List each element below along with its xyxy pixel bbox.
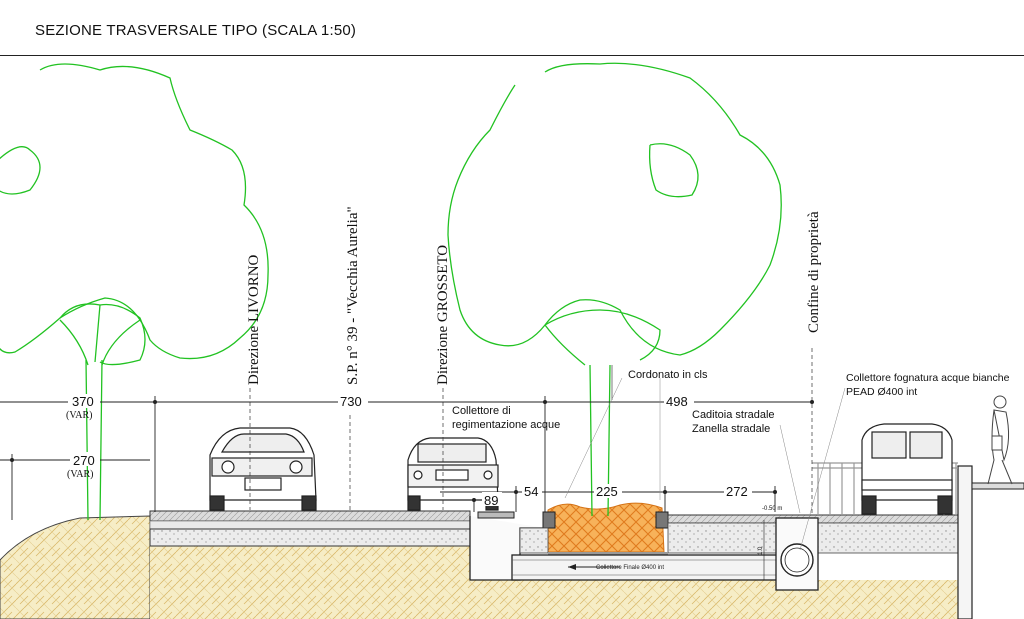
- final-collector-pipe: [511, 554, 783, 581]
- retaining-wall: [957, 465, 973, 619]
- car-rear: [407, 437, 499, 511]
- tree-left: [0, 63, 269, 521]
- label-road-name: S.P. n° 39 - "Vecchia Aurelia": [345, 206, 361, 385]
- dim-54: 54: [524, 484, 538, 499]
- label-property-boundary: Confine di proprietà: [806, 211, 822, 333]
- road-base: [149, 528, 471, 547]
- pit-base: [548, 552, 668, 555]
- upper-terrace: [971, 482, 1024, 490]
- grate: [477, 511, 515, 519]
- dim-89: 89: [484, 493, 498, 508]
- curb-right: [655, 511, 669, 529]
- note-fognatura-1: Collettore fognatura acque bianche: [846, 372, 1010, 384]
- note-collettore-reg-1: Collettore di: [452, 405, 511, 417]
- soil-under-road: [150, 546, 470, 619]
- vertical-labels: Direzione LIVORNO S.P. n° 39 - "Vecchia …: [246, 206, 822, 515]
- drawing-title: SEZIONE TRASVERSALE TIPO (SCALA 1:50): [35, 22, 357, 39]
- dim-370: 370: [72, 394, 94, 409]
- note-cordonato: Cordonato in cls: [628, 369, 708, 381]
- dimension-texts: 370 (VAR) 730 498 270 (VAR) 54 225 272 8…: [66, 394, 782, 555]
- dim-370-var: (VAR): [66, 410, 92, 421]
- dim-225: 225: [596, 484, 618, 499]
- pipe-label: Collettore Finale Ø400 int: [596, 565, 664, 571]
- left-embankment: [0, 515, 151, 619]
- pedestrian: [987, 395, 1013, 485]
- note-fognatura-2: PEAD Ø400 int: [846, 386, 917, 398]
- car-front-left: [209, 427, 317, 511]
- manhole-pipe: [780, 543, 814, 577]
- curb-left: [542, 511, 556, 529]
- dim-270: 270: [73, 453, 95, 468]
- soil-right: [520, 580, 970, 619]
- verge-base: [519, 527, 549, 554]
- dim-730: 730: [340, 394, 362, 409]
- note-caditoia: Caditoia stradale: [692, 409, 775, 421]
- dim-270-var: (VAR): [67, 469, 93, 480]
- label-direction-livorno: Direzione LIVORNO: [246, 254, 262, 385]
- road-surface: [149, 510, 471, 522]
- dim-272: 272: [726, 484, 748, 499]
- dim-498: 498: [666, 394, 688, 409]
- note-zanella: Zanella stradale: [692, 423, 770, 435]
- van: [861, 423, 953, 515]
- note-collettore-reg-2: regimentazione acque: [452, 419, 560, 431]
- label-direction-grosseto: Direzione GROSSETO: [435, 245, 451, 385]
- title-bar: SEZIONE TRASVERSALE TIPO (SCALA 1:50): [0, 0, 1024, 56]
- annotations: Cordonato in cls Collettore di regimenta…: [452, 369, 1010, 435]
- road-binder: [149, 520, 471, 530]
- dim-depth: 1.0: [758, 546, 764, 555]
- tree-pit: [547, 502, 665, 553]
- tree-right: [447, 62, 782, 517]
- dim-slope: -0.50 m: [762, 506, 782, 512]
